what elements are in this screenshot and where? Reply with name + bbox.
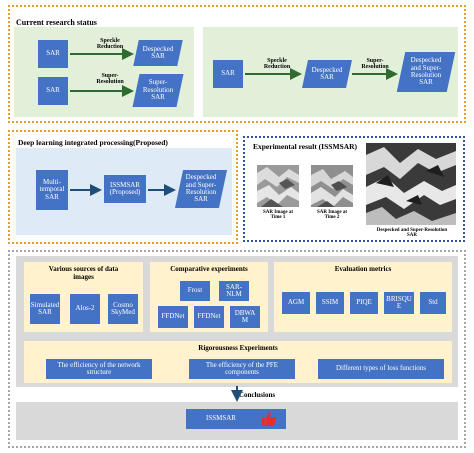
despecked-sar-out-1: Despecked SAR — [136, 40, 180, 66]
metric-agm: AGM — [282, 292, 310, 314]
deep-learning-frame — [8, 130, 238, 244]
issmsar-model-box: ISSMSAR (Proposed) — [104, 175, 146, 203]
rigor-network-structure: The efficiency of the network structure — [46, 359, 152, 379]
comparative-title: Comparative experiments — [170, 265, 248, 273]
rigor-loss-functions: Different types of loss functions — [318, 359, 444, 379]
source-simulated-sar: Simulated SAR — [30, 294, 60, 324]
sar-box-2: SAR — [38, 77, 68, 105]
source-cosmo-skymed: Cosmo SkyMed — [108, 294, 138, 324]
caption-time-2: SAR Image at Time 2 — [317, 210, 347, 221]
metric-brisque: BRISQU E — [384, 292, 414, 314]
thumbs-up-icon — [262, 412, 277, 426]
speckle-reduction-label-2: Speckle Reduction — [263, 58, 291, 70]
sar-image-time-2 — [311, 165, 353, 207]
experimental-title: Experimental result (ISSMSAR) — [253, 142, 358, 151]
caption-despecked: Despecked and Super-Resolution SAR — [376, 228, 448, 239]
sar-image-time-1 — [257, 165, 299, 207]
despecked-sar-mid: Despecked SAR — [305, 60, 349, 88]
deep-output-box: Despecked and Super- Resolution SAR — [179, 170, 223, 208]
rigor-pfe-components: The efficiency of the PFE components — [189, 359, 295, 379]
method-ffdnet-1: FFDNet — [158, 306, 188, 328]
conclusion-issmsar-box: ISSMSAR — [186, 409, 286, 429]
sar-box-right: SAR — [213, 60, 243, 88]
sar-box-1: SAR — [38, 40, 68, 68]
conclusions-title: Conclusions — [238, 391, 276, 399]
speckle-reduction-label-1: Speckle Reduction — [96, 38, 124, 50]
sources-title: Various sources of data images — [48, 265, 119, 281]
super-resolution-sar-out: Super- Resolution SAR — [136, 74, 180, 107]
multi-temporal-sar-box: Multi- temporal SAR — [36, 170, 68, 210]
despecked-super-resolution-image — [366, 143, 456, 225]
metric-ssim: SSIM — [316, 292, 344, 314]
super-resolution-label-1: Super- Resolution — [96, 73, 124, 85]
method-dbwam: DBWA M — [230, 306, 260, 328]
source-alos-2: Alos-2 — [70, 294, 100, 324]
despecked-super-resolution-out: Despecked and Super- Resolution SAR — [401, 52, 451, 92]
deep-learning-title: Deep learning integrated processing(Prop… — [18, 138, 168, 147]
metric-std: Std — [420, 292, 446, 314]
current-research-frame — [8, 5, 466, 123]
super-resolution-label-2: Super- Resolution — [361, 58, 389, 70]
method-frost: Frost — [180, 281, 210, 301]
rigor-title: Rigorousness Experiments — [198, 344, 278, 352]
method-ffdnet-2: FFDNet — [194, 306, 224, 328]
experimental-frame — [243, 136, 465, 242]
bottom-frame — [8, 250, 466, 448]
metric-piqe: PIQE — [350, 292, 378, 314]
caption-time-1: SAR Image at Time 1 — [263, 210, 293, 221]
method-sar-nlm: SAR- NLM — [219, 281, 249, 301]
current-research-title: Current research status — [16, 18, 97, 27]
metrics-title: Evaluation metrics — [334, 265, 392, 273]
